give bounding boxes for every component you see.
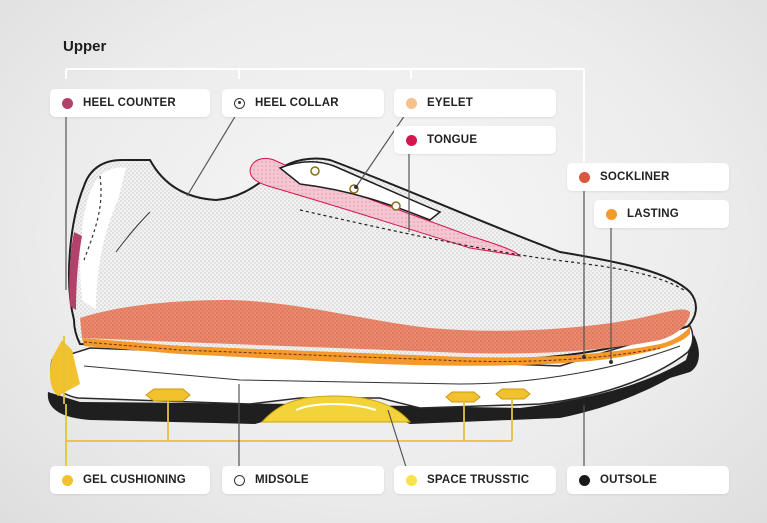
trusstic-highlight	[295, 403, 377, 411]
lasting-text: LASTING	[627, 208, 679, 220]
lasting-shape	[82, 326, 690, 366]
outsole-text: OUTSOLE	[600, 474, 657, 486]
label-midsole: MIDSOLE	[222, 466, 384, 494]
outsole-dot	[579, 474, 590, 486]
gel-cushioning-text: GEL CUSHIONING	[83, 474, 186, 486]
eyelet-pointer	[354, 185, 358, 189]
space-trusstic-text: SPACE TRUSSTIC	[427, 474, 530, 486]
heel-collar-dot-center	[237, 101, 241, 104]
label-eyelet: EYELET	[394, 89, 556, 117]
upper-leader-lines	[65, 109, 612, 362]
heel-collar-text: HEEL COLLAR	[255, 97, 339, 109]
sockliner-dot	[579, 171, 590, 183]
sockliner-shape	[80, 300, 690, 354]
heel-counter-text: HEEL COUNTER	[83, 97, 176, 109]
label-heel-counter: HEEL COUNTER	[50, 89, 210, 117]
label-sockliner: SOCKLINER	[567, 163, 729, 191]
eyelet-text: EYELET	[427, 97, 473, 109]
collar-stitch	[83, 175, 102, 261]
midsole-text: MIDSOLE	[255, 474, 309, 486]
heel-gel-shape	[50, 340, 80, 396]
eyelet-hole-1	[310, 166, 320, 176]
label-space-trusstic: SPACE TRUSSTIC	[394, 466, 556, 494]
midsole-line	[83, 345, 681, 385]
space-trusstic-dot	[406, 474, 417, 486]
midsole-dot	[234, 474, 245, 486]
gel-cushioning-dot	[62, 474, 73, 486]
eyelet-hole-3	[391, 201, 401, 211]
upper-heading: Upper	[63, 38, 107, 55]
label-lasting: LASTING	[594, 200, 729, 228]
gel-pod-rear	[145, 388, 191, 402]
label-gel-cushioning: GEL CUSHIONING	[50, 466, 210, 494]
midsole-shape	[50, 325, 694, 409]
upper-stitch	[299, 209, 685, 291]
sockliner-text: SOCKLINER	[600, 171, 670, 183]
eyelet-dot	[406, 97, 417, 109]
gel-pod-front-2	[495, 388, 531, 400]
label-outsole: OUTSOLE	[567, 466, 729, 494]
sockliner-pointer	[582, 355, 586, 359]
label-tongue: TONGUE	[394, 126, 556, 154]
lasting-pointer	[609, 360, 613, 364]
heel-collar-dot	[234, 97, 245, 109]
trusstic-shape	[260, 395, 412, 423]
heel-lining	[80, 167, 126, 310]
lasting-dot	[606, 208, 617, 220]
sole-bracket	[63, 336, 513, 470]
heel-counter-dot	[62, 97, 73, 109]
upper-bracket	[65, 68, 585, 162]
tongue-text: TONGUE	[427, 134, 478, 146]
tongue-dot	[406, 134, 417, 146]
gel-pod-front-1	[445, 391, 481, 403]
sole-leader-lines	[238, 384, 585, 471]
collar-crease	[115, 211, 151, 253]
label-heel-collar: HEEL COLLAR	[222, 89, 384, 117]
heel-counter-shape	[69, 232, 82, 310]
